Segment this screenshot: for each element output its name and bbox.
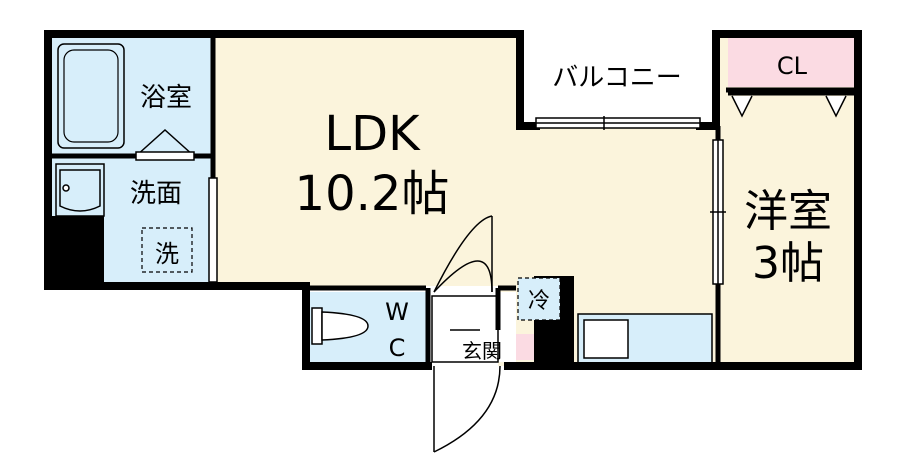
entrance-label: 玄関 xyxy=(462,339,502,363)
entrance-door xyxy=(431,215,501,453)
fridge-label: 冷 xyxy=(528,289,550,314)
bathtub xyxy=(57,43,125,149)
washer-label: 洗 xyxy=(155,240,179,268)
washer-spot xyxy=(141,227,193,273)
bath-label: 浴室 xyxy=(140,83,192,113)
closet-doors xyxy=(728,92,856,118)
bath-door xyxy=(135,128,195,161)
wc-label-c: C xyxy=(389,334,406,362)
fridge-spot xyxy=(517,277,561,321)
wc-label-w: W xyxy=(385,298,409,326)
ldk-size: 10.2帖 xyxy=(295,166,450,222)
shoe-cabinet xyxy=(516,334,534,360)
washroom-label: 洗面 xyxy=(130,179,182,209)
toilet-icon xyxy=(311,307,369,345)
pillar xyxy=(48,216,104,286)
bathtub-inner xyxy=(63,49,119,143)
interior-walls xyxy=(48,34,856,366)
balcony-label: バルコニー xyxy=(552,63,681,93)
ldk-name: LDK xyxy=(324,106,421,162)
western-room-name: 洋室 xyxy=(744,186,832,237)
balcony-window xyxy=(535,116,701,130)
closet-floor xyxy=(728,38,855,87)
closet-label: CL xyxy=(777,52,808,80)
western-window xyxy=(710,139,726,285)
wash-basin xyxy=(55,163,105,217)
kitchen-sink xyxy=(583,319,629,359)
western-room-size: 3帖 xyxy=(752,238,824,289)
entrance-floor xyxy=(430,292,516,362)
balcony-area xyxy=(520,30,720,126)
washroom-door xyxy=(208,177,218,283)
